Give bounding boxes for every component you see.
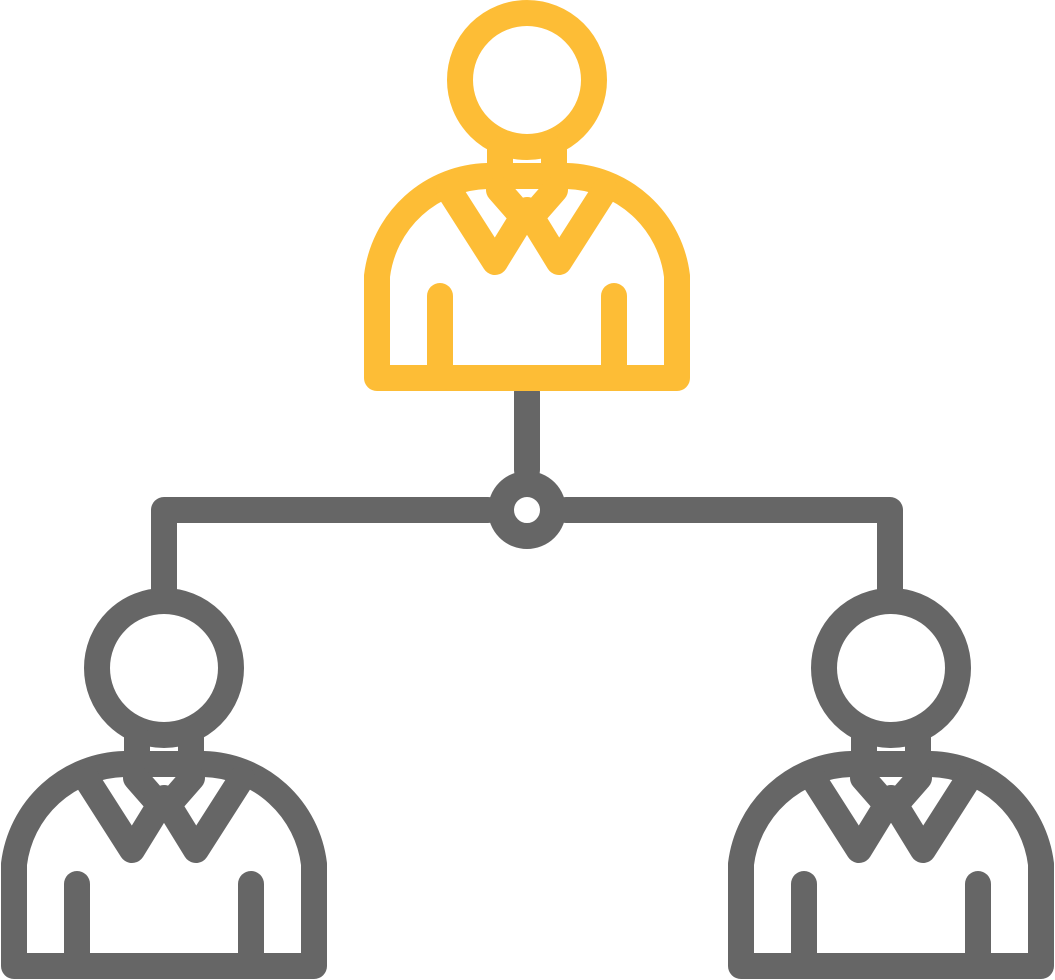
connector-junction-node <box>488 471 566 549</box>
person-shoulders-body <box>364 163 690 391</box>
person-head <box>447 0 607 160</box>
person-collar-tie <box>800 765 982 863</box>
person-head <box>84 588 244 748</box>
left-member-person-icon <box>1 588 327 979</box>
right-member-person-icon <box>728 588 1054 979</box>
person-collar-tie <box>436 177 618 275</box>
leader-person-icon <box>364 0 690 391</box>
person-shoulders-body <box>1 751 327 979</box>
person-head <box>811 588 971 748</box>
connector-branch-line <box>151 497 903 605</box>
person-shoulders-body <box>728 751 1054 979</box>
hierarchy-connector <box>151 379 903 605</box>
person-collar-tie <box>73 765 255 863</box>
